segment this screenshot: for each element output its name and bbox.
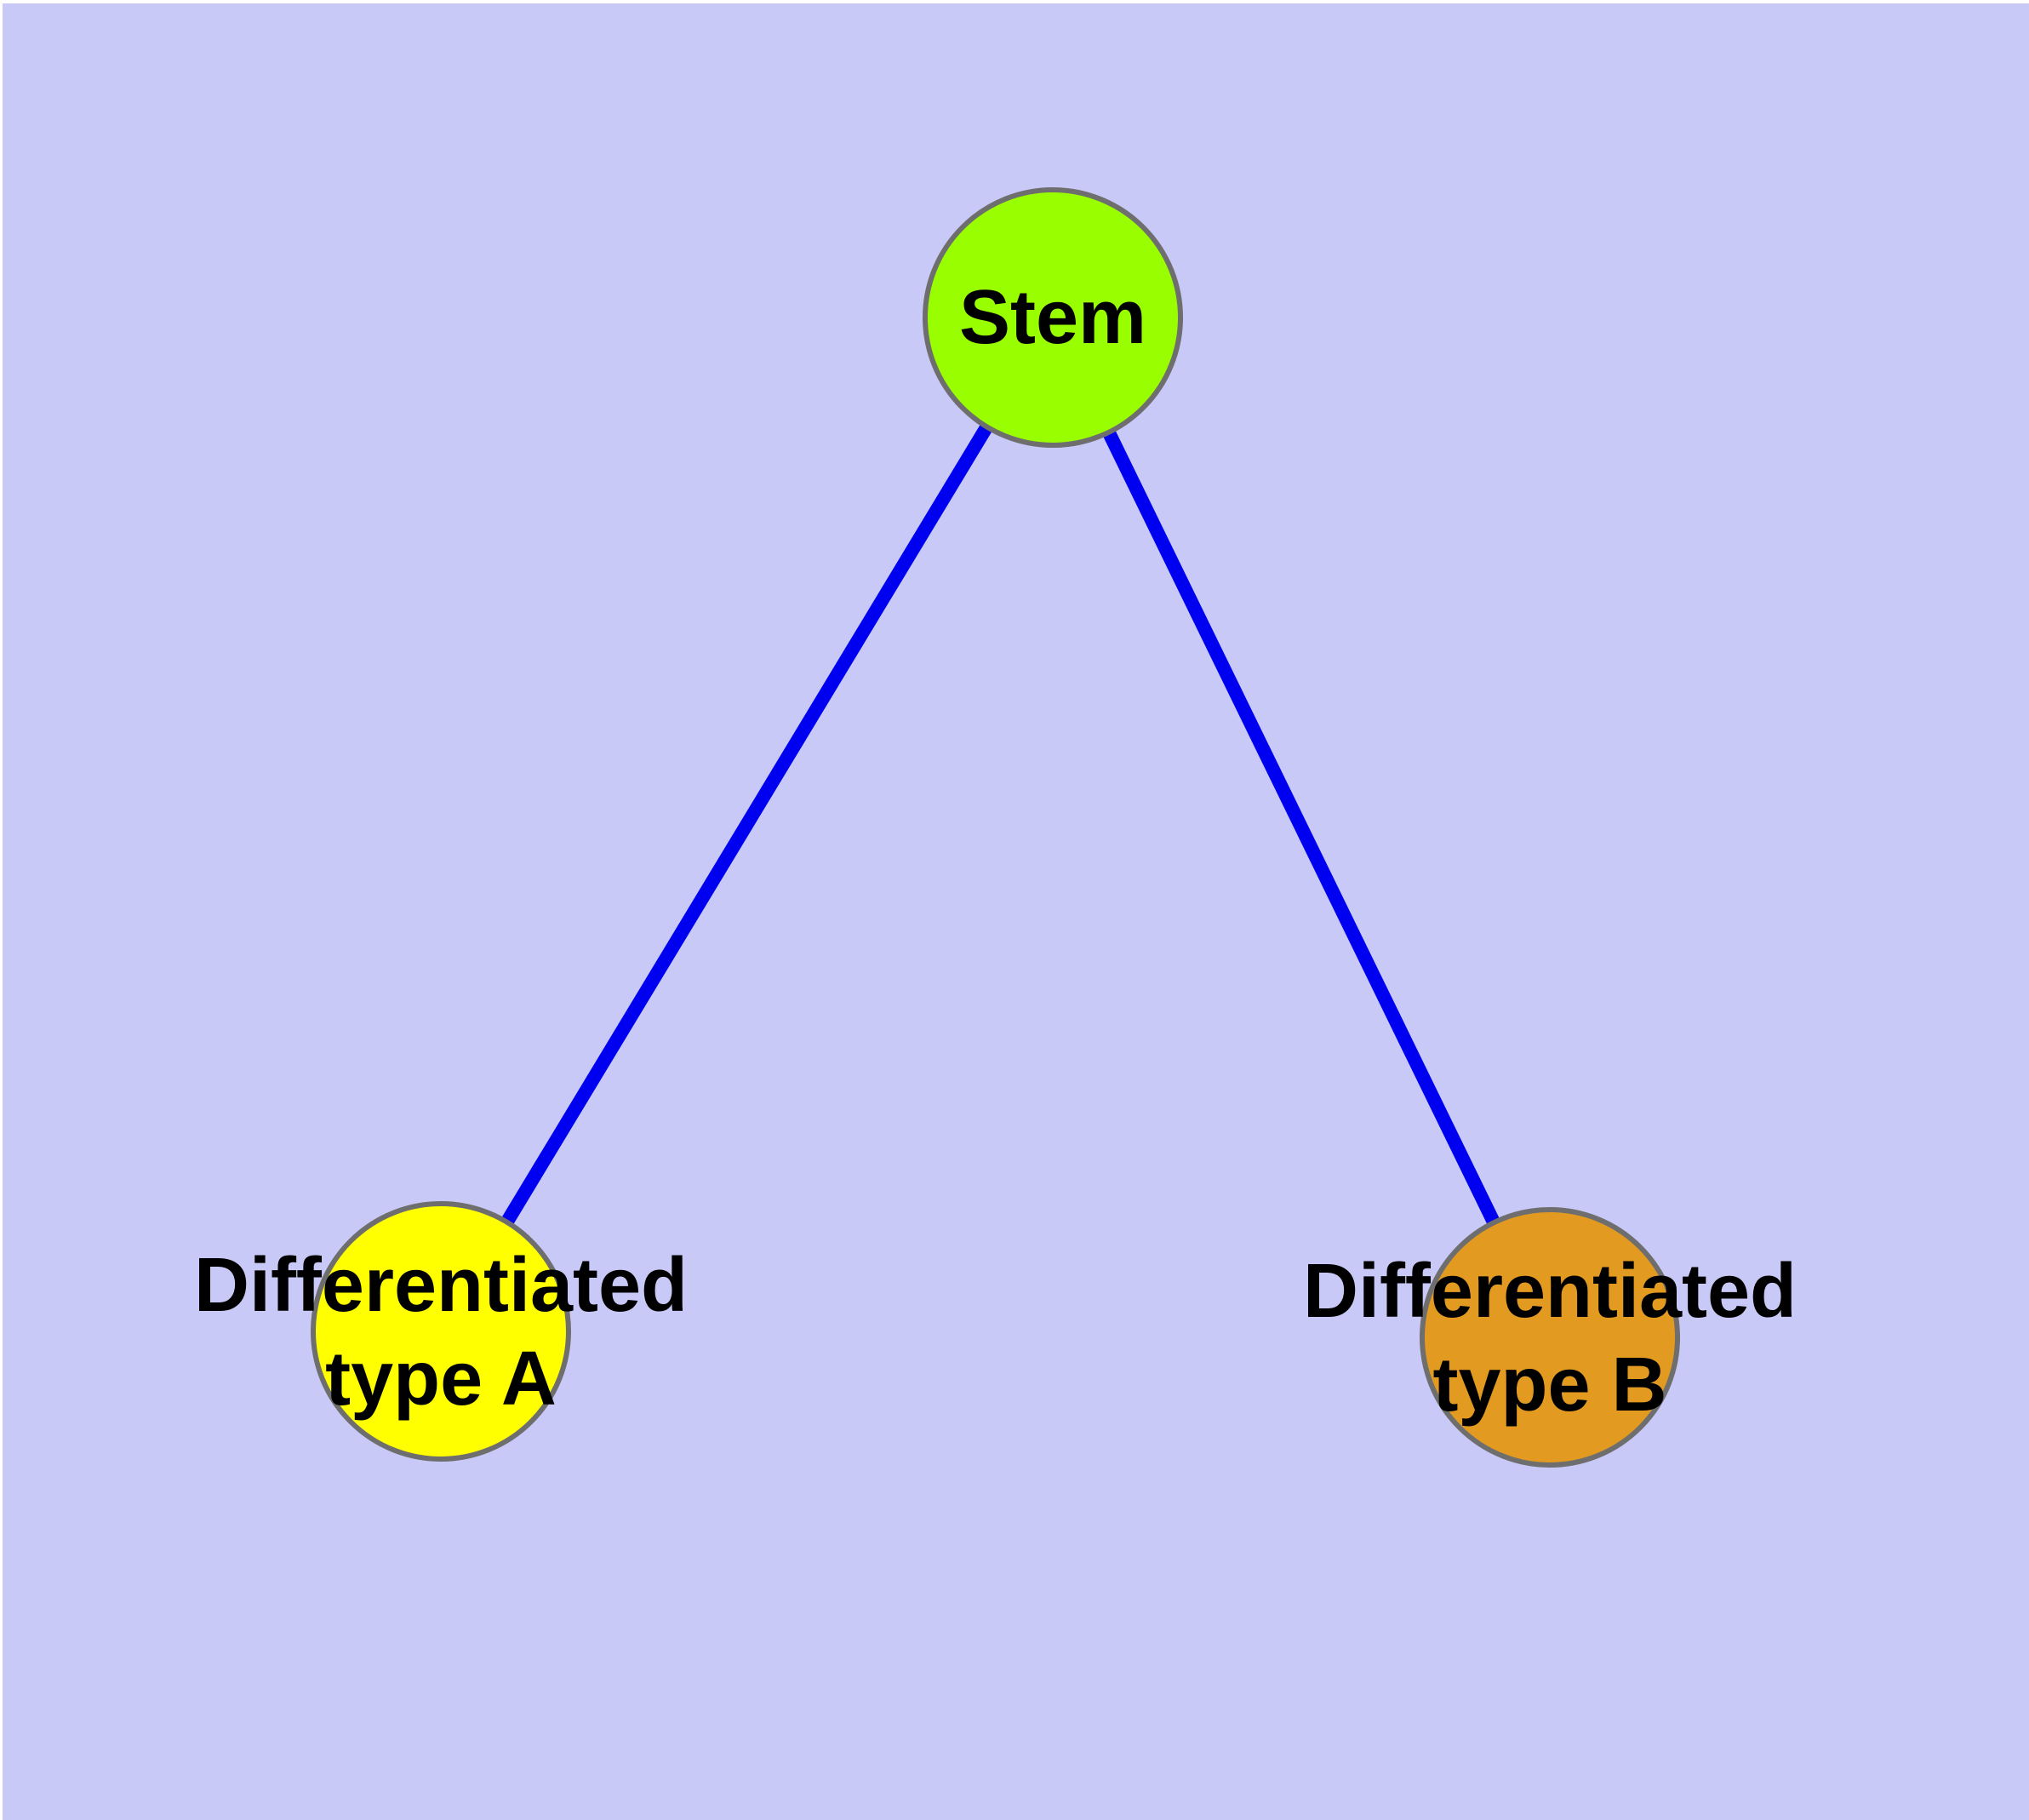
node-differentiated-type-a: Differentiated type A xyxy=(194,1201,688,1462)
node-stem-label: Stem xyxy=(959,275,1146,360)
edge-stem-to-type-a xyxy=(435,313,1059,1336)
node-type-a-label-line1: Differentiated xyxy=(194,1243,688,1328)
node-type-a-label-line2: type A xyxy=(325,1336,557,1422)
node-stem: Stem xyxy=(923,187,1183,448)
node-type-b-label-line2: type B xyxy=(1432,1342,1666,1428)
edge-stem-to-type-b xyxy=(1046,314,1557,1341)
node-stem-circle xyxy=(923,187,1183,448)
node-differentiated-type-b: Differentiated type B xyxy=(1303,1207,1797,1468)
edge-group xyxy=(435,313,1557,1341)
node-type-a-circle xyxy=(311,1201,571,1462)
node-type-b-circle xyxy=(1420,1207,1680,1468)
node-type-b-label-line1: Differentiated xyxy=(1303,1249,1797,1334)
